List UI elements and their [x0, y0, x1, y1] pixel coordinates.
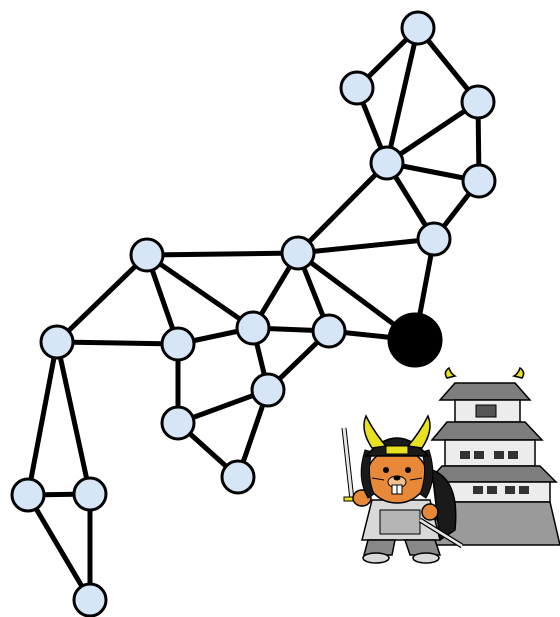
- graph-node-selected: [387, 312, 443, 368]
- graph-node: [369, 145, 405, 181]
- graph-node: [339, 70, 375, 106]
- graph-edge-n17-n12: [54, 339, 181, 347]
- graph-edge-n17-n21: [54, 339, 93, 497]
- graph-edge-n4-n7: [295, 160, 390, 256]
- graph-node: [10, 477, 46, 513]
- graph-edge-n3-n4: [384, 99, 481, 166]
- graph-node: [235, 310, 271, 346]
- graph-node: [160, 326, 196, 362]
- graph-node: [72, 476, 108, 512]
- nodes-layer: [10, 10, 497, 617]
- graph-node: [280, 235, 316, 271]
- graph-edge-n7-n8: [144, 250, 301, 258]
- graph-node: [39, 324, 75, 360]
- graph-edge-n8-n17: [54, 252, 150, 345]
- graph-edge-n6-n7: [295, 236, 437, 256]
- graph-node: [72, 582, 108, 617]
- graph-node: [460, 84, 496, 120]
- graph-node: [461, 163, 497, 199]
- graph-node: [416, 221, 452, 257]
- graph-edge-n19-n20: [25, 492, 93, 603]
- graph-edge-n17-n19: [25, 339, 60, 498]
- graph-node: [400, 10, 436, 46]
- graph-node: [160, 405, 196, 441]
- castle-illustration: [426, 366, 560, 546]
- graph-node: [129, 237, 165, 273]
- graph-node: [220, 459, 256, 495]
- samurai-beaver-illustration: [341, 366, 560, 564]
- beaver-samurai: [341, 414, 464, 564]
- graph-edge-n1-n4: [384, 25, 421, 166]
- graph-edge-n8-n10: [144, 252, 256, 331]
- graph-node: [250, 372, 286, 408]
- graph-node: [311, 313, 347, 349]
